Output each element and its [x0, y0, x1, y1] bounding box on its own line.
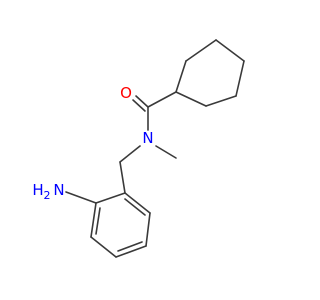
amine-nitrogen-label: N: [53, 181, 64, 199]
bond: [95, 192, 126, 204]
benzene-ring: [90, 192, 151, 258]
bond: [90, 202, 97, 238]
bond: [90, 236, 117, 258]
bond: [119, 145, 141, 163]
cyclohexane-ring: [175, 39, 245, 107]
bond: [215, 39, 245, 62]
structure-canvas: O N H 2 N: [32, 39, 245, 258]
amine-hydrogen-count: 2: [44, 189, 51, 202]
bond: [117, 241, 143, 252]
bond: [235, 60, 245, 97]
amide-nitrogen-label: N: [142, 129, 153, 147]
bond: [185, 39, 217, 62]
bond: [175, 60, 187, 93]
bond: [147, 91, 177, 108]
n-substituents: [119, 145, 177, 194]
bond: [135, 95, 149, 108]
bond: [132, 99, 146, 112]
amine-group-label: H 2 N: [32, 181, 64, 202]
carbonyl-group: [132, 91, 177, 131]
bond: [65, 191, 97, 204]
molecule-structure: O N H 2 N: [32, 39, 245, 258]
oxygen-atom-label: O: [120, 84, 132, 102]
bond: [175, 91, 207, 107]
bond: [124, 192, 151, 214]
bond: [95, 207, 101, 235]
bond: [205, 95, 237, 107]
bond: [124, 198, 146, 216]
bond: [155, 145, 177, 159]
amine-bond: [65, 191, 97, 204]
amine-hydrogen-label: H: [32, 181, 43, 199]
bond: [119, 161, 126, 194]
bond: [145, 212, 151, 247]
bond: [115, 245, 147, 258]
